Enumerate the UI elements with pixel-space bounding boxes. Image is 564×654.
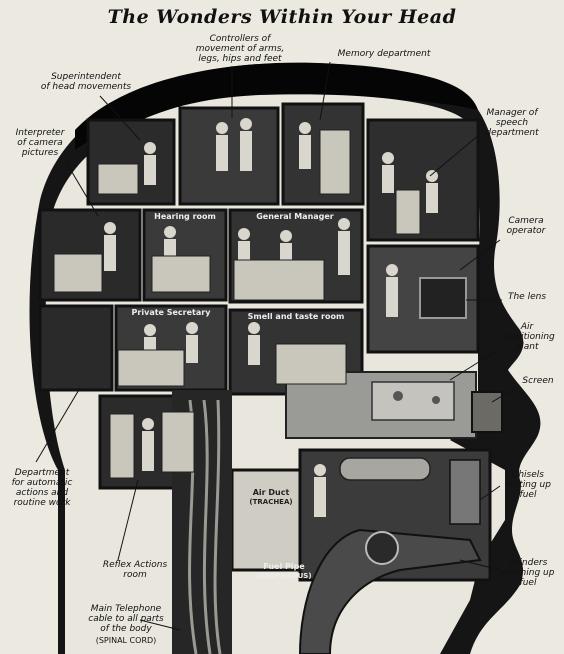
room-label-air-duct: Air Duct [252, 488, 290, 497]
label-lens: The lens [507, 292, 547, 302]
grinder-wheel [365, 531, 399, 565]
room-air-duct [230, 468, 312, 572]
leader-lines [35, 61, 517, 631]
room-label-general-manager: General Manager [256, 212, 334, 221]
label-superintendent: Superintendent of head movements [40, 72, 132, 92]
label-telephone-cable: Main Telephone cable to all parts of the… [88, 604, 164, 634]
label-air-conditioning: Air conditioning plant [499, 322, 555, 352]
ac-panel [371, 381, 455, 421]
ac-gauge [432, 396, 440, 404]
figures [104, 118, 438, 517]
label-screen: Screen [522, 376, 554, 386]
room-label-esophagus: (ESOPHAGUS) [256, 572, 312, 580]
screen [471, 391, 503, 433]
label-memory: Memory department [337, 49, 431, 59]
room-label-fuel-pipe: Fuel Pipe [263, 562, 305, 571]
label-grinders: Grinders mashing up fuel [501, 558, 555, 588]
chisels [449, 459, 481, 525]
room-automatic [38, 304, 114, 392]
label-camera-operator: Camera operator [506, 216, 546, 236]
room-controllers [178, 106, 280, 206]
camera-lens [419, 277, 467, 319]
page-title: The Wonders Within Your Head [107, 6, 457, 28]
label-chisels: Chisels cutting up fuel [505, 470, 551, 500]
room-label-hearing: Hearing room [154, 212, 216, 221]
room-label-trachea: (TRACHEA) [249, 498, 293, 506]
room-label-smell-taste: Smell and taste room [247, 312, 345, 321]
label-manager-speech: Manager of speech department [485, 108, 539, 138]
label-reflex-actions: Reflex Actions room [102, 560, 168, 580]
fuel-tank [339, 457, 431, 481]
ac-valve [393, 391, 403, 401]
label-interpreter: Interpreter of camera pictures [15, 128, 65, 158]
room-label-private-secretary: Private Secretary [131, 308, 211, 317]
label-spinal-cord: (SPINAL CORD) [95, 636, 157, 645]
label-automatic-actions: Department for automatic actions and rou… [11, 468, 73, 508]
furniture [53, 129, 421, 479]
hair [75, 62, 478, 150]
label-controllers: Controllers of movement of arms, legs, h… [195, 34, 285, 64]
fuel-pipe [298, 528, 482, 654]
